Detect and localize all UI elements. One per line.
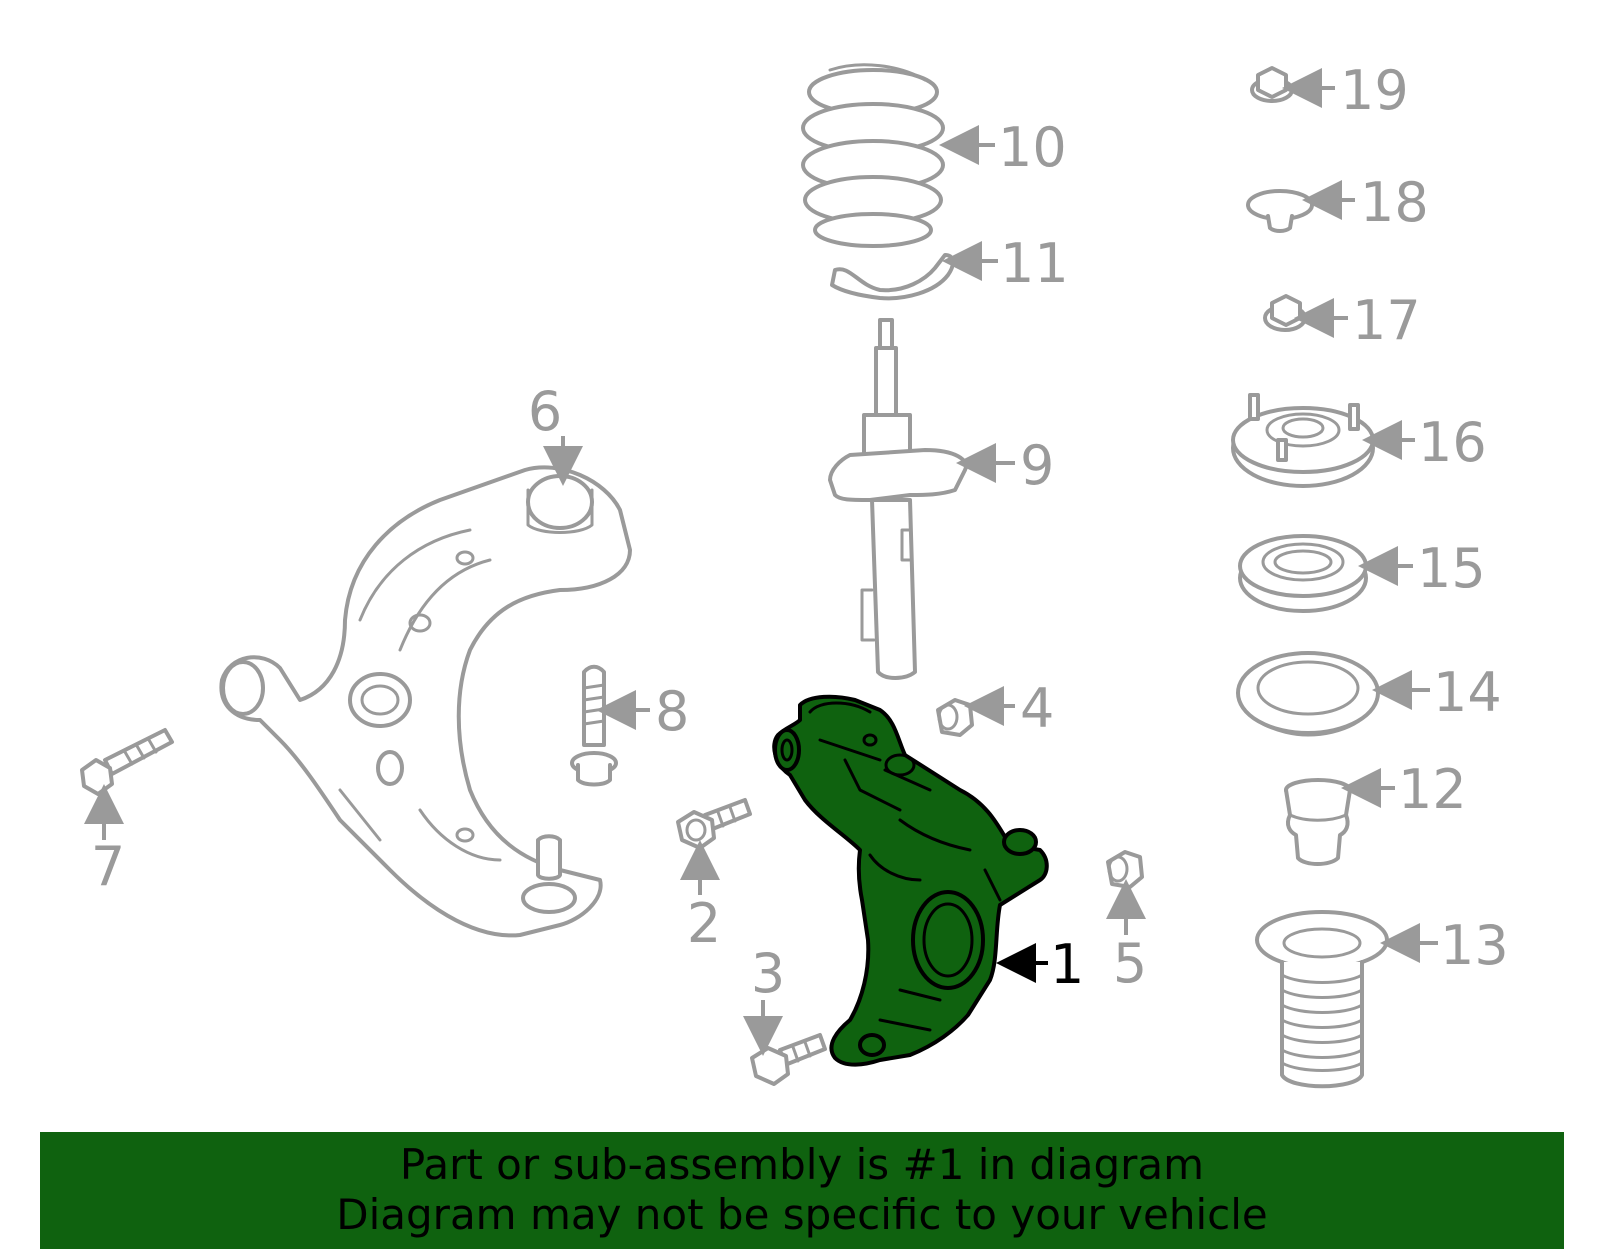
- callout-16: 16: [1362, 411, 1487, 474]
- part-3-bolt[interactable]: [750, 1033, 827, 1086]
- banner-line-2: Diagram may not be specific to your vehi…: [336, 1190, 1268, 1239]
- banner-line-1: Part or sub-assembly is #1 in diagram: [399, 1140, 1205, 1189]
- part-9-strut[interactable]: [828, 318, 968, 680]
- part-6-control-arm[interactable]: [219, 465, 632, 938]
- part-18-cap[interactable]: [1246, 189, 1314, 233]
- svg-text:2: 2: [687, 892, 721, 955]
- part-12-bump-stop[interactable]: [1284, 778, 1352, 866]
- svg-text:15: 15: [1417, 537, 1486, 600]
- callout-10: 10: [939, 116, 1067, 179]
- svg-text:1: 1: [1050, 933, 1084, 996]
- svg-text:8: 8: [655, 680, 689, 743]
- part-4-nut[interactable]: [936, 698, 974, 737]
- callout-12: 12: [1341, 758, 1467, 821]
- svg-text:14: 14: [1433, 661, 1502, 724]
- callout-9: 9: [956, 434, 1054, 497]
- part-11-spring-seat[interactable]: [830, 253, 955, 301]
- part-17-nut[interactable]: [1263, 294, 1307, 332]
- svg-text:7: 7: [91, 835, 125, 898]
- part-1-steering-knuckle[interactable]: [772, 694, 1049, 1067]
- callout-3: 3: [743, 942, 785, 1056]
- svg-text:4: 4: [1020, 677, 1054, 740]
- callout-8: 8: [596, 680, 689, 743]
- part-5-nut[interactable]: [1106, 850, 1144, 889]
- part-7-bolt[interactable]: [80, 728, 174, 796]
- callout-2: 2: [680, 840, 721, 955]
- part-13-dust-boot[interactable]: [1255, 910, 1389, 1089]
- callout-14: 14: [1372, 661, 1502, 724]
- part-10-coil-spring[interactable]: [801, 63, 945, 248]
- svg-text:5: 5: [1113, 932, 1147, 995]
- svg-text:17: 17: [1352, 289, 1421, 352]
- part-2-bolt[interactable]: [676, 798, 752, 850]
- callout-6: 6: [528, 380, 583, 486]
- callout-17: 17: [1294, 289, 1421, 352]
- svg-text:16: 16: [1418, 411, 1487, 474]
- callout-4: 4: [964, 677, 1054, 740]
- svg-text:12: 12: [1398, 758, 1467, 821]
- callout-7: 7: [84, 784, 125, 898]
- callout-5: 5: [1106, 879, 1147, 995]
- callout-13: 13: [1380, 914, 1509, 977]
- svg-text:18: 18: [1360, 171, 1429, 234]
- svg-text:10: 10: [998, 116, 1067, 179]
- callout-18: 18: [1302, 171, 1429, 234]
- callout-19: 19: [1282, 59, 1409, 122]
- svg-text:13: 13: [1440, 914, 1509, 977]
- svg-text:6: 6: [528, 380, 562, 443]
- callout-1: 1: [996, 933, 1084, 996]
- svg-text:19: 19: [1340, 59, 1409, 122]
- part-16-strut-mount[interactable]: [1231, 393, 1375, 488]
- callout-11: 11: [942, 232, 1069, 295]
- svg-text:11: 11: [1000, 232, 1069, 295]
- callout-15: 15: [1358, 537, 1486, 600]
- svg-text:9: 9: [1020, 434, 1054, 497]
- part-15-bearing[interactable]: [1238, 534, 1368, 613]
- part-8-bolt[interactable]: [570, 664, 618, 787]
- part-14-insulator[interactable]: [1236, 651, 1380, 737]
- svg-text:3: 3: [751, 942, 785, 1005]
- info-banner: Part or sub-assembly is #1 in diagram Di…: [40, 1132, 1564, 1249]
- parts-diagram: 6 7 8 2 3: [80, 59, 1509, 1089]
- part-19-nut[interactable]: [1250, 66, 1294, 103]
